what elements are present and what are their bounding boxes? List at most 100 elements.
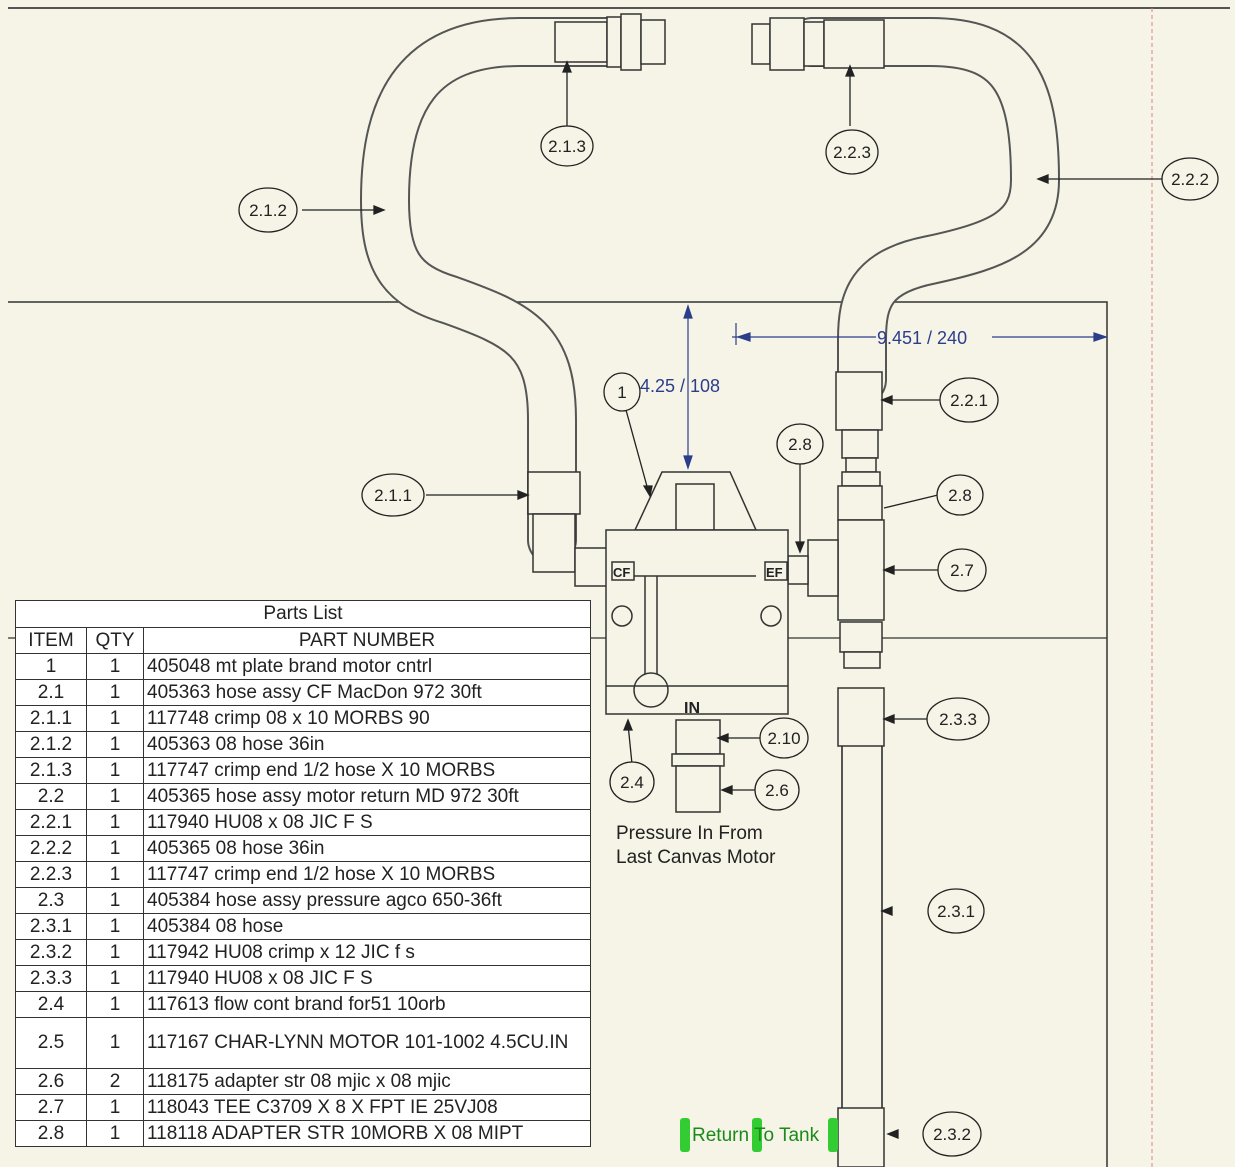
cell-part-number: 405365 08 hose 36in <box>143 835 591 862</box>
dimension-horizontal <box>732 323 1108 345</box>
fitting-2-10 <box>675 719 721 755</box>
svg-text:2.2.1: 2.2.1 <box>950 391 988 410</box>
cell-part-number: 405048 mt plate brand motor cntrl <box>143 653 591 680</box>
cell-part-number: 117940 HU08 x 08 JIC F S <box>143 809 591 836</box>
svg-text:2.3.1: 2.3.1 <box>937 902 975 921</box>
cell-item: 2.8 <box>15 1120 87 1147</box>
cell-qty: 1 <box>86 809 144 836</box>
balloon-1: 1 <box>603 372 641 412</box>
svg-text:2.1.3: 2.1.3 <box>548 137 586 156</box>
cell-item: 2.7 <box>15 1094 87 1121</box>
fitting-2-7-tee <box>787 519 885 621</box>
cell-part-number: 118118 ADAPTER STR 10MORB X 08 MIPT <box>143 1120 591 1147</box>
cell-part-number: 118043 TEE C3709 X 8 X FPT IE 25VJ08 <box>143 1094 591 1121</box>
cell-part-number: 117167 CHAR-LYNN MOTOR 101-1002 4.5CU.IN <box>143 1017 591 1069</box>
fitting-2-8-upper <box>837 457 883 521</box>
fitting-2-2-1-lower <box>839 621 883 669</box>
fitting-2-2-3 <box>751 17 885 71</box>
cell-qty: 1 <box>86 913 144 940</box>
svg-text:2.2.2: 2.2.2 <box>1171 170 1209 189</box>
port-ef-label: EF <box>766 565 783 580</box>
cell-qty: 1 <box>86 1017 144 1069</box>
cell-part-number: 405363 hose assy CF MacDon 972 30ft <box>143 679 591 706</box>
svg-text:2.10: 2.10 <box>767 729 800 748</box>
cell-part-number: 117747 crimp end 1/2 hose X 10 MORBS <box>143 757 591 784</box>
cell-part-number: 117747 crimp end 1/2 hose X 10 MORBS <box>143 861 591 888</box>
svg-text:2.3.2: 2.3.2 <box>933 1125 971 1144</box>
cell-qty: 1 <box>86 1094 144 1121</box>
cell-item: 2.1.2 <box>15 731 87 758</box>
cell-item: 2.2.2 <box>15 835 87 862</box>
cell-part-number: 405384 08 hose <box>143 913 591 940</box>
port-cf: CF <box>611 561 635 581</box>
balloon-2-1-2: 2.1.2 <box>238 187 298 233</box>
cell-item: 2.2 <box>15 783 87 810</box>
leader-lines <box>302 60 1162 1139</box>
cell-qty: 1 <box>86 939 144 966</box>
pressure-note-line1: Pressure In From <box>616 823 763 844</box>
dimension-horizontal-label: 9.451 / 240 <box>877 328 967 348</box>
cell-qty: 1 <box>86 705 144 732</box>
cell-qty: 1 <box>86 653 144 680</box>
cell-part-number: 118175 adapter str 08 mjic x 08 mjic <box>143 1068 591 1095</box>
cell-item: 2.1 <box>15 679 87 706</box>
svg-text:2.6: 2.6 <box>765 781 789 800</box>
cell-item: 2.1.1 <box>15 705 87 732</box>
cell-qty: 1 <box>86 861 144 888</box>
svg-text:2.1.2: 2.1.2 <box>249 201 287 220</box>
column-header-qty: QTY <box>86 627 144 654</box>
balloon-2-2-2: 2.2.2 <box>1161 157 1219 201</box>
svg-text:2.2.3: 2.2.3 <box>833 143 871 162</box>
cell-qty: 1 <box>86 1120 144 1147</box>
cell-qty: 1 <box>86 731 144 758</box>
balloon-2-4: 2.4 <box>609 761 655 803</box>
cell-item: 2.2.3 <box>15 861 87 888</box>
balloon-2-3-3: 2.3.3 <box>926 697 990 741</box>
cell-qty: 2 <box>86 1068 144 1095</box>
port-cf-label: CF <box>613 565 630 580</box>
balloon-2-1-1: 2.1.1 <box>361 473 425 517</box>
flow-control-valve <box>605 471 789 715</box>
fitting-2-1-3 <box>554 13 666 71</box>
fitting-2-2-1 <box>835 371 883 459</box>
cell-item: 2.3 <box>15 887 87 914</box>
cell-part-number: 117942 HU08 crimp x 12 JIC f s <box>143 939 591 966</box>
port-ef: EF <box>764 561 788 581</box>
return-note: Return To Tank <box>680 1118 838 1152</box>
svg-text:2.1.1: 2.1.1 <box>374 486 412 505</box>
cell-item: 2.2.1 <box>15 809 87 836</box>
cell-item: 2.5 <box>15 1017 87 1069</box>
svg-text:2.7: 2.7 <box>950 561 974 580</box>
port-in-label: IN <box>684 700 700 717</box>
cell-part-number: 405384 hose assy pressure agco 650-36ft <box>143 887 591 914</box>
cell-part-number: 117613 flow cont brand for51 10orb <box>143 991 591 1018</box>
balloon-2-8-a: 2.8 <box>776 423 824 465</box>
return-note-text: Return To Tank <box>692 1125 820 1146</box>
cell-item: 2.3.1 <box>15 913 87 940</box>
cell-item: 1 <box>15 653 87 680</box>
cell-qty: 1 <box>86 783 144 810</box>
parts-list-caption: Parts List <box>15 600 591 628</box>
hose-pressure <box>841 739 883 1121</box>
balloon-2-1-3: 2.1.3 <box>540 125 594 167</box>
dimension-vertical <box>683 304 693 470</box>
svg-text:2.8: 2.8 <box>788 435 812 454</box>
svg-text:1: 1 <box>617 383 626 402</box>
cell-item: 2.1.3 <box>15 757 87 784</box>
